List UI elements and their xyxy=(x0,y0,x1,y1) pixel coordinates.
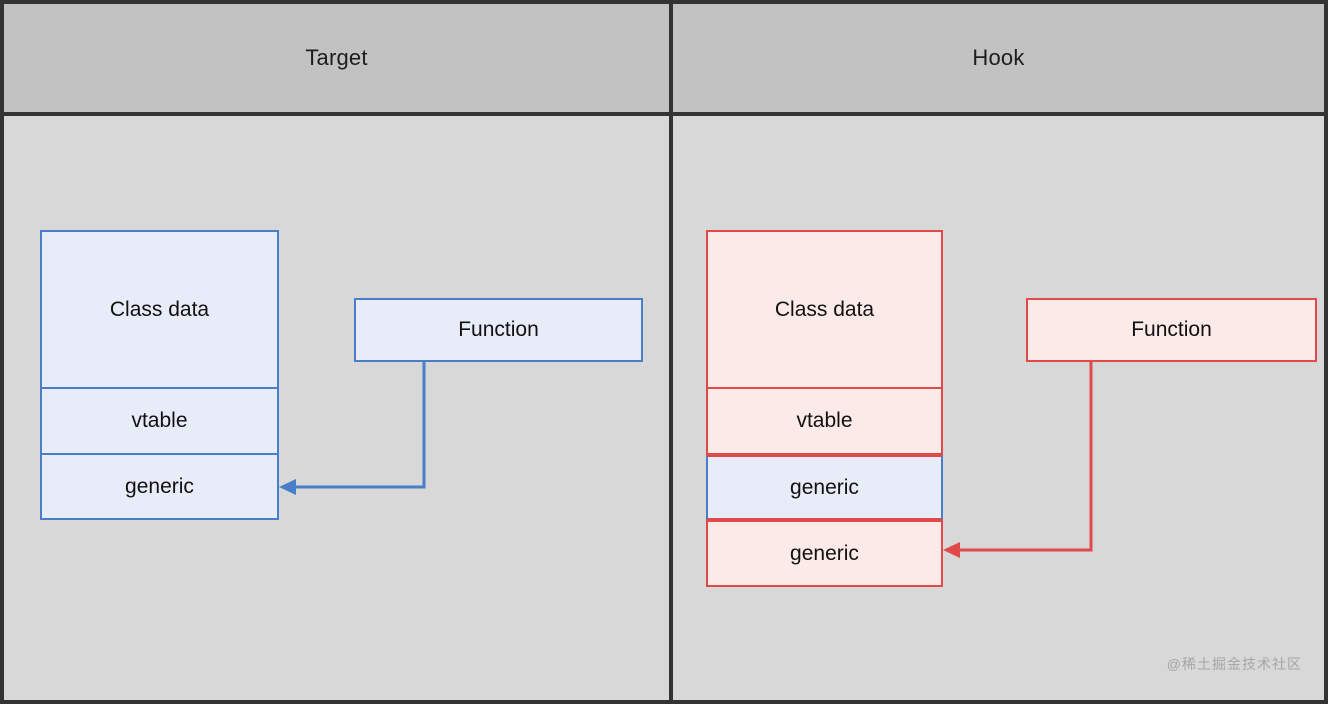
panel-header-hook: Hook xyxy=(972,45,1025,70)
header-band: Target Hook xyxy=(4,4,1324,116)
function-box-target: Function xyxy=(354,298,643,362)
class-row-generic-appended: generic xyxy=(706,520,943,587)
class-row-class-data: Class data xyxy=(706,230,943,389)
panel-header-target: Target xyxy=(305,45,368,70)
class-row-class-data: Class data xyxy=(40,230,279,389)
class-row-vtable: vtable xyxy=(706,389,943,455)
class-row-generic: generic xyxy=(40,455,279,520)
function-box-hook: Function xyxy=(1026,298,1317,362)
class-block-target: Class data vtable generic xyxy=(40,230,279,520)
class-row-vtable: vtable xyxy=(40,389,279,455)
class-row-generic-original: generic xyxy=(706,455,943,520)
panel-divider xyxy=(669,4,673,700)
class-block-hook: Class data vtable generic generic xyxy=(706,230,943,587)
watermark-text: @稀土掘金技术社区 xyxy=(1166,656,1302,672)
